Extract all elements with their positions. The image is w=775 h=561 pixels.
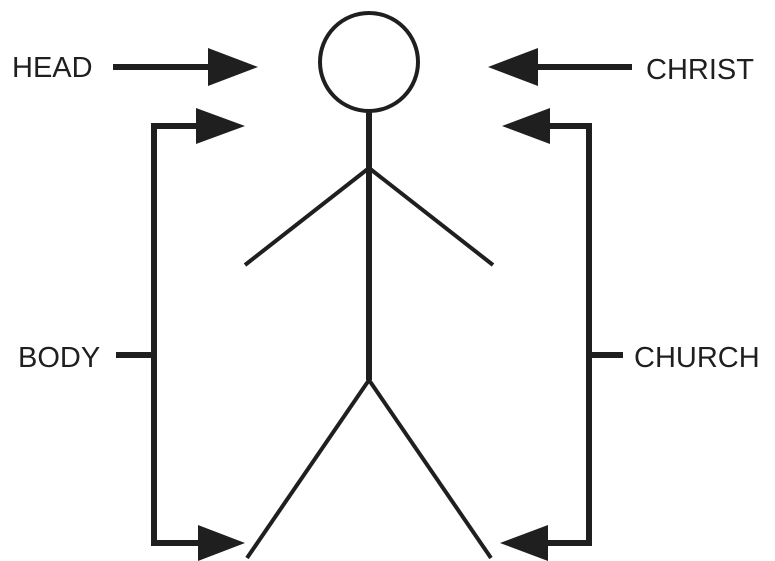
church-arrowhead-top [502,108,550,144]
church-bracket [546,123,623,546]
figure-left-leg [245,378,371,560]
label-christ: CHRIST [646,54,754,86]
head-arrow [113,48,258,86]
body-arrowhead-bottom [198,525,245,561]
stick-figure [243,11,495,560]
figure-right-arm [367,166,495,267]
figure-right-leg [367,378,493,560]
figure-head-circle [318,11,420,113]
label-church: CHURCH [634,342,760,374]
label-body: BODY [18,342,100,374]
church-arrowhead-bottom [500,525,548,561]
figure-left-arm [243,166,371,267]
body-bracket [116,123,200,546]
label-head: HEAD [12,52,93,84]
christ-arrow [488,48,632,86]
body-arrowhead-top [196,108,245,144]
